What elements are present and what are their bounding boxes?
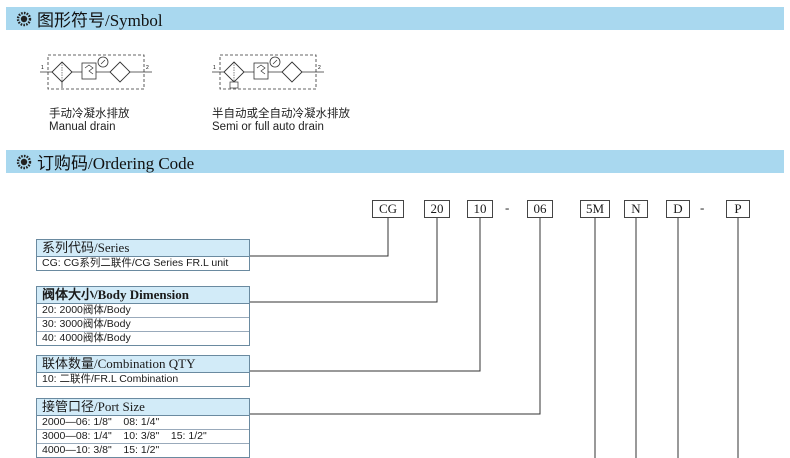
svg-text:2: 2 [146, 65, 149, 71]
manual-drain-caption-cn: 手动冷凝水排放 [49, 108, 130, 120]
body-dimension-row: 20: 2000阀体/Body [37, 304, 249, 318]
combination-qty-box-title: 联体数量/Combination QTY [37, 356, 249, 373]
manual-drain-caption-en: Manual drain [49, 121, 116, 133]
port-size-box: 接管口径/Port Size 2000—06: 1/8" 08: 1/4" 30… [36, 398, 250, 458]
ordering-section-bar: 订购码/Ordering Code [6, 150, 784, 173]
body-dimension-box: 阀体大小/Body Dimension 20: 2000阀体/Body 30: … [36, 286, 250, 346]
code-part-body: 20 [424, 200, 450, 218]
code-part-n: N [624, 200, 648, 218]
ordering-section-title: 订购码/Ordering Code [37, 154, 195, 173]
body-dimension-row: 40: 4000阀体/Body [42, 332, 131, 344]
gear-bullet-icon [16, 11, 32, 26]
auto-drain-symbol: 1 2 [212, 54, 324, 90]
manual-drain-symbol: 1 2 [40, 54, 152, 90]
code-dash: - [700, 200, 705, 215]
code-part-combination: 10 [467, 200, 493, 218]
svg-text:1: 1 [41, 65, 44, 71]
code-part-d: D [666, 200, 690, 218]
auto-drain-caption-en: Semi or full auto drain [212, 121, 324, 133]
port-size-row: 2000—06: 1/8" 08: 1/4" [37, 416, 249, 430]
combination-qty-box: 联体数量/Combination QTY 10: 二联件/FR.L Combin… [36, 355, 250, 387]
series-box-title: 系列代码/Series [37, 240, 249, 257]
port-size-box-title: 接管口径/Port Size [37, 399, 249, 416]
port-size-row: 4000—10: 3/8" 15: 1/2" [42, 444, 160, 456]
body-dimension-box-title: 阀体大小/Body Dimension [37, 287, 249, 304]
series-row: CG: CG系列二联件/CG Series FR.L unit [42, 257, 229, 269]
gear-bullet-icon [16, 154, 32, 169]
combination-qty-row: 10: 二联件/FR.L Combination [42, 373, 179, 385]
port-size-row: 3000—08: 1/4" 10: 3/8" 15: 1/2" [37, 430, 249, 444]
symbol-section-title: 图形符号/Symbol [37, 11, 163, 30]
svg-text:1: 1 [213, 65, 216, 71]
code-dash: - [505, 200, 510, 215]
code-part-port: 06 [527, 200, 553, 218]
code-part-series: CG [372, 200, 404, 218]
svg-text:2: 2 [318, 65, 321, 71]
symbol-section-bar: 图形符号/Symbol [6, 7, 784, 30]
auto-drain-caption-cn: 半自动或全自动冷凝水排放 [212, 108, 350, 120]
code-part-5m: 5M [580, 200, 610, 218]
series-box: 系列代码/Series CG: CG系列二联件/CG Series FR.L u… [36, 239, 250, 271]
body-dimension-row: 30: 3000阀体/Body [37, 318, 249, 332]
code-part-p: P [726, 200, 750, 218]
